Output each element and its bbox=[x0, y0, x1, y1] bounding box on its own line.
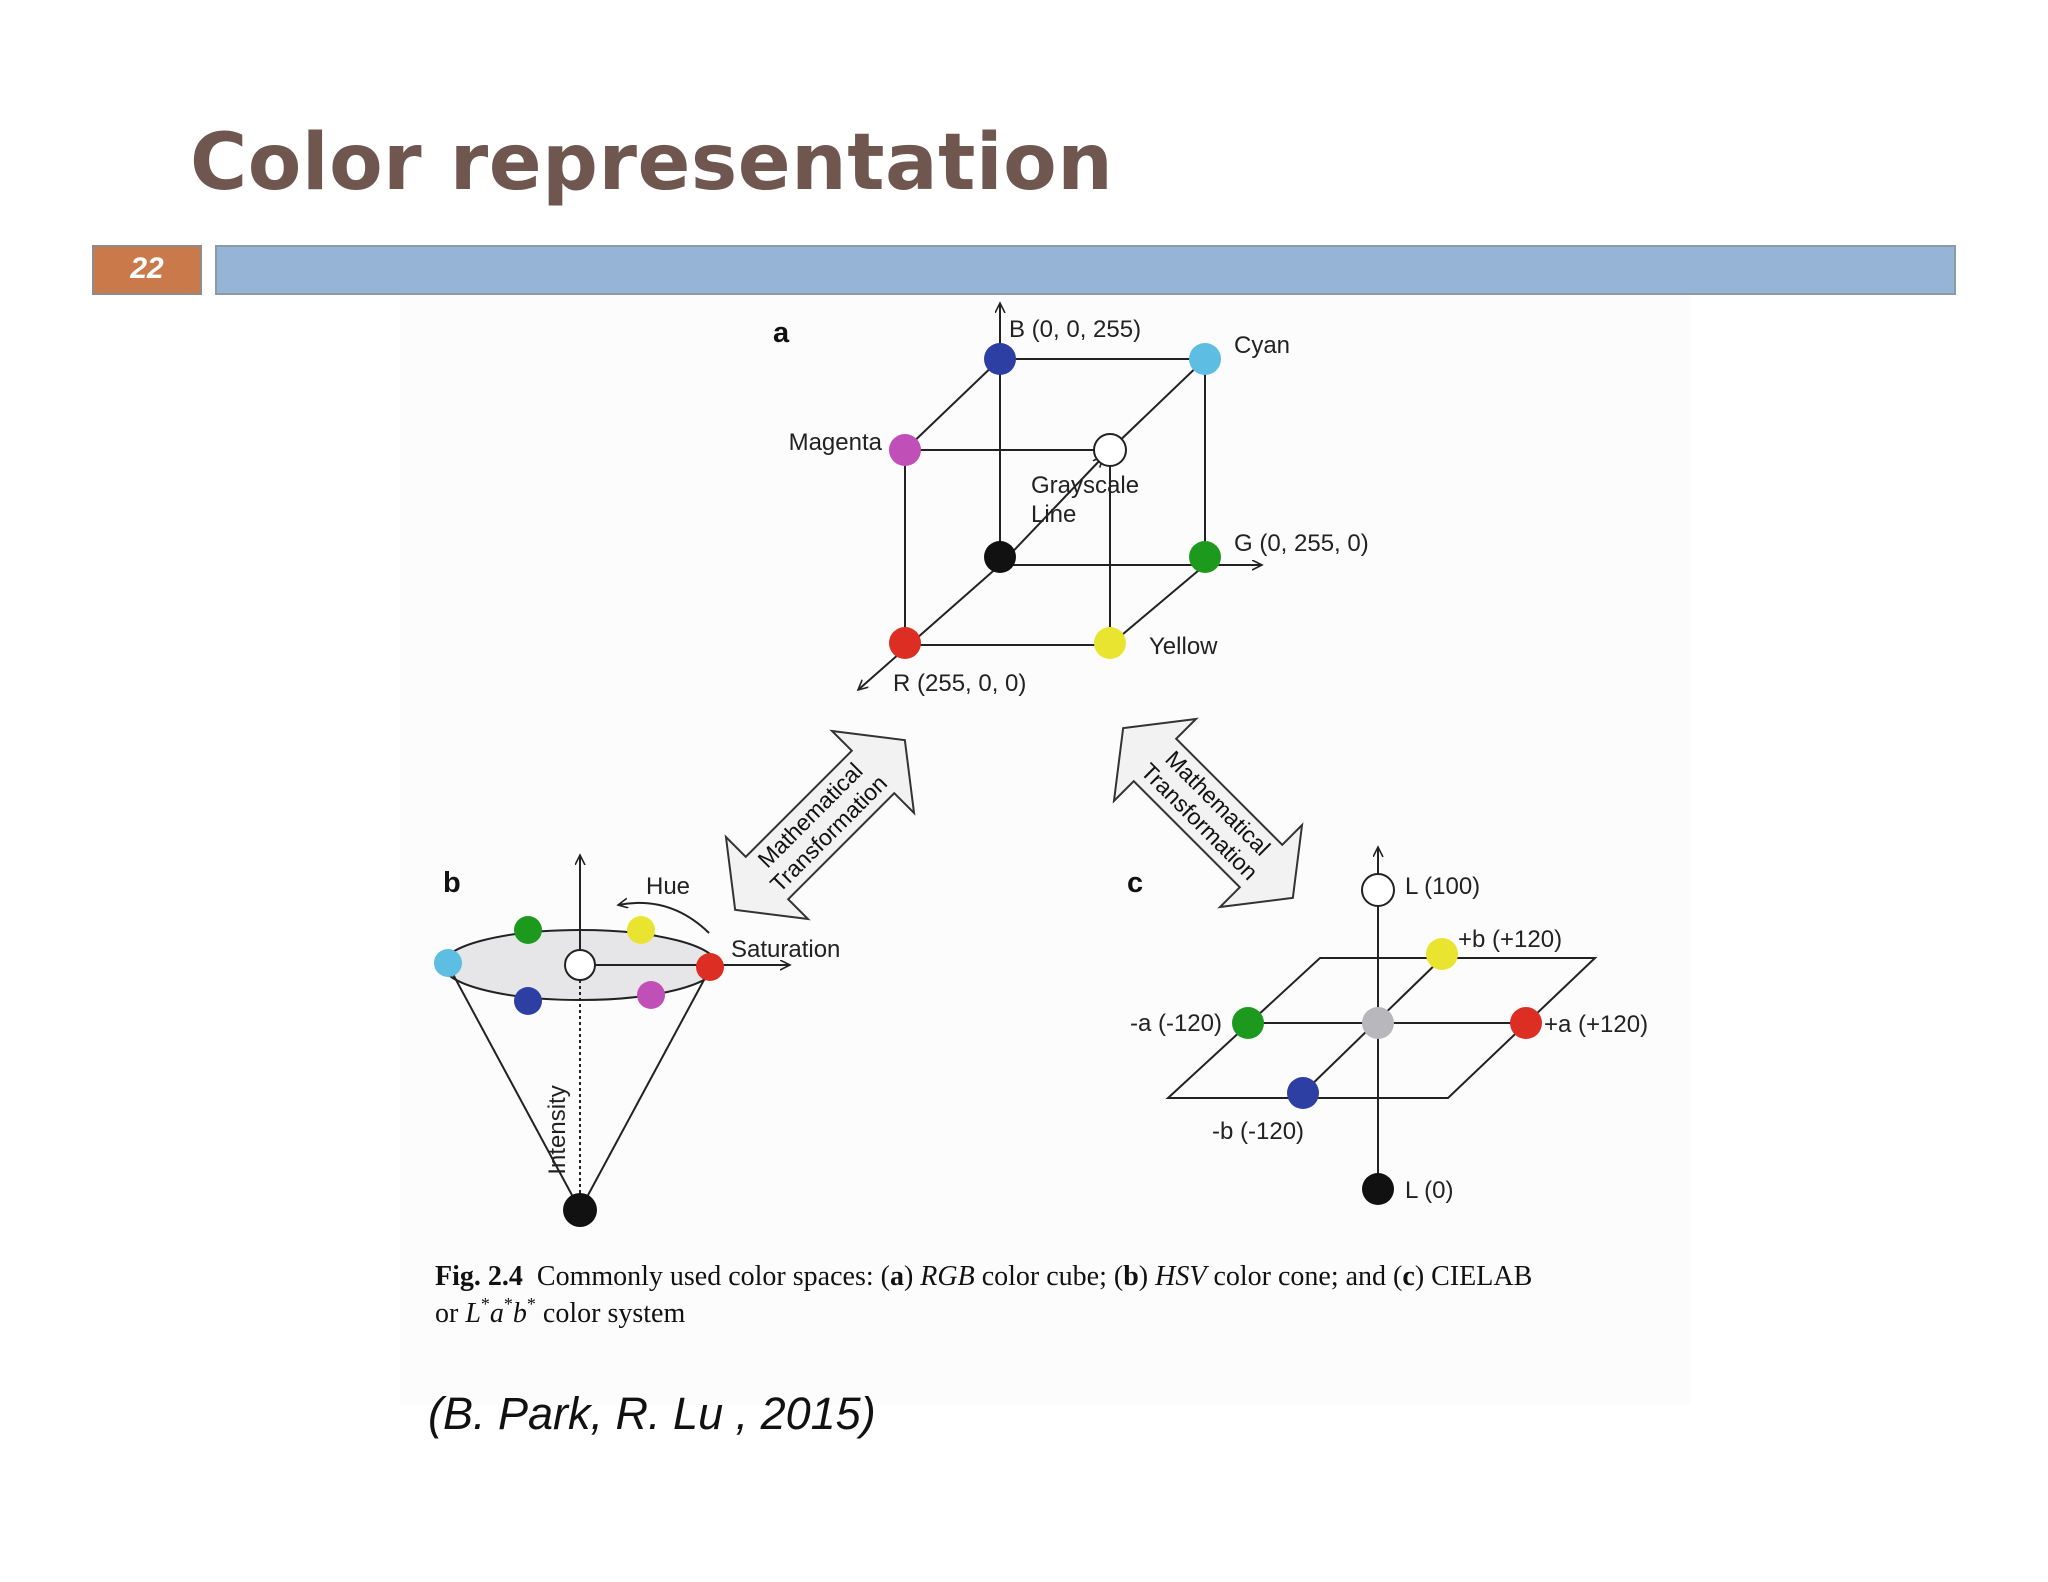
slide-title: Color representation bbox=[190, 118, 1114, 208]
page-number: 22 bbox=[92, 245, 202, 295]
grayscale-label-line: Line bbox=[1031, 501, 1076, 528]
caption-text: Commonly used color spaces: ( bbox=[537, 1261, 890, 1292]
caption-text: color cube; ( bbox=[975, 1261, 1124, 1292]
hue-arrow bbox=[618, 903, 710, 934]
l-top-label: L (100) bbox=[1405, 873, 1480, 900]
caption-a: a bbox=[890, 1261, 904, 1292]
grayscale-line bbox=[999, 457, 1103, 566]
caption-text: color cone; and ( bbox=[1206, 1261, 1402, 1292]
caption-lab-a: a bbox=[490, 1298, 504, 1329]
magenta-dot bbox=[889, 434, 921, 466]
ab-plane bbox=[1165, 957, 1598, 1099]
blue-dot bbox=[984, 343, 1016, 375]
intensity-label: Intensity bbox=[544, 1085, 571, 1174]
caption-fig-label: Fig. 2.4 bbox=[435, 1261, 523, 1292]
caption-lab-b: b bbox=[513, 1298, 527, 1329]
a-pos-label: +a (+120) bbox=[1544, 1011, 1648, 1038]
figure-area: a bbox=[400, 295, 1690, 1405]
yellow-dot bbox=[1094, 627, 1126, 659]
hsv-cone: b Hue Saturation Intensity bbox=[434, 855, 840, 1227]
cielab-diagram: c L (100) +b (+120) -a (-120) +a (+120) … bbox=[1127, 847, 1648, 1205]
caption-line-2: or L*a*b* color system bbox=[435, 1294, 685, 1329]
transform-arrow-right: Mathematical Transformation bbox=[1112, 717, 1304, 909]
red-label: R (255, 0, 0) bbox=[893, 670, 1026, 697]
b-neg-label: -b (-120) bbox=[1212, 1118, 1304, 1145]
caption-rgb: RGB bbox=[919, 1261, 974, 1292]
yellow-dot bbox=[627, 916, 655, 944]
magenta-dot bbox=[637, 981, 665, 1009]
caption-c: c bbox=[1402, 1261, 1414, 1292]
red-dot bbox=[889, 627, 921, 659]
l-bottom-label: L (0) bbox=[1405, 1177, 1453, 1204]
cube-edge bbox=[904, 358, 1001, 451]
a-neg-label: -a (-120) bbox=[1130, 1010, 1222, 1037]
grayscale-label: Grayscale bbox=[1031, 472, 1139, 499]
caption-star: * bbox=[481, 1294, 490, 1314]
green-label: G (0, 255, 0) bbox=[1234, 530, 1369, 557]
l-bottom-dot bbox=[1362, 1173, 1394, 1205]
yellow-dot bbox=[1426, 938, 1458, 970]
color-spaces-diagram: a bbox=[434, 295, 1648, 1329]
header-bar bbox=[215, 245, 1956, 295]
cube-edge bbox=[1109, 564, 1206, 646]
hue-label: Hue bbox=[646, 873, 690, 900]
yellow-label: Yellow bbox=[1149, 633, 1218, 660]
green-dot bbox=[514, 916, 542, 944]
cyan-dot bbox=[434, 949, 462, 977]
caption-paren: ) bbox=[904, 1261, 920, 1292]
caption-star: * bbox=[527, 1294, 536, 1314]
cube-edge bbox=[1109, 358, 1206, 451]
cone-side bbox=[579, 964, 713, 1211]
l-top-dot bbox=[1361, 873, 1395, 907]
panel-c-label: c bbox=[1127, 867, 1143, 899]
red-dot bbox=[1510, 1007, 1542, 1039]
gray-dot bbox=[1362, 1007, 1394, 1039]
blue-dot bbox=[514, 987, 542, 1015]
caption-line-1: Fig. 2.4 Commonly used color spaces: (a ) … bbox=[435, 1261, 1532, 1292]
green-dot bbox=[1232, 1007, 1264, 1039]
caption-paren: ) bbox=[1139, 1261, 1155, 1292]
caption-text: or bbox=[435, 1298, 465, 1329]
caption-hsv: HSV bbox=[1154, 1261, 1209, 1292]
citation: (B. Park, R. Lu , 2015) bbox=[428, 1388, 876, 1439]
white-dot bbox=[1093, 433, 1127, 467]
blue-dot bbox=[1287, 1077, 1319, 1109]
cube-edge bbox=[858, 564, 1001, 690]
center-white-dot bbox=[564, 949, 596, 981]
caption-lab-l: L bbox=[464, 1298, 481, 1329]
caption-text: ) CIELAB bbox=[1415, 1261, 1532, 1292]
transform-arrow-left: Mathematical Transformation bbox=[724, 729, 916, 921]
caption-star: * bbox=[504, 1294, 513, 1314]
green-dot bbox=[1189, 541, 1221, 573]
b-pos-label: +b (+120) bbox=[1458, 926, 1562, 953]
blue-label: B (0, 0, 255) bbox=[1009, 316, 1141, 343]
caption-b: b bbox=[1123, 1261, 1139, 1292]
cyan-dot bbox=[1189, 343, 1221, 375]
caption-text: color system bbox=[536, 1298, 686, 1329]
rgb-cube: a bbox=[773, 303, 1369, 697]
panel-b-label: b bbox=[443, 867, 461, 899]
magenta-label: Magenta bbox=[789, 429, 883, 456]
black-dot bbox=[563, 1193, 597, 1227]
cone-side bbox=[447, 964, 581, 1211]
panel-a-label: a bbox=[773, 317, 790, 349]
red-dot bbox=[696, 953, 724, 981]
cyan-label: Cyan bbox=[1234, 332, 1290, 359]
black-dot bbox=[984, 541, 1016, 573]
saturation-label: Saturation bbox=[731, 936, 840, 963]
